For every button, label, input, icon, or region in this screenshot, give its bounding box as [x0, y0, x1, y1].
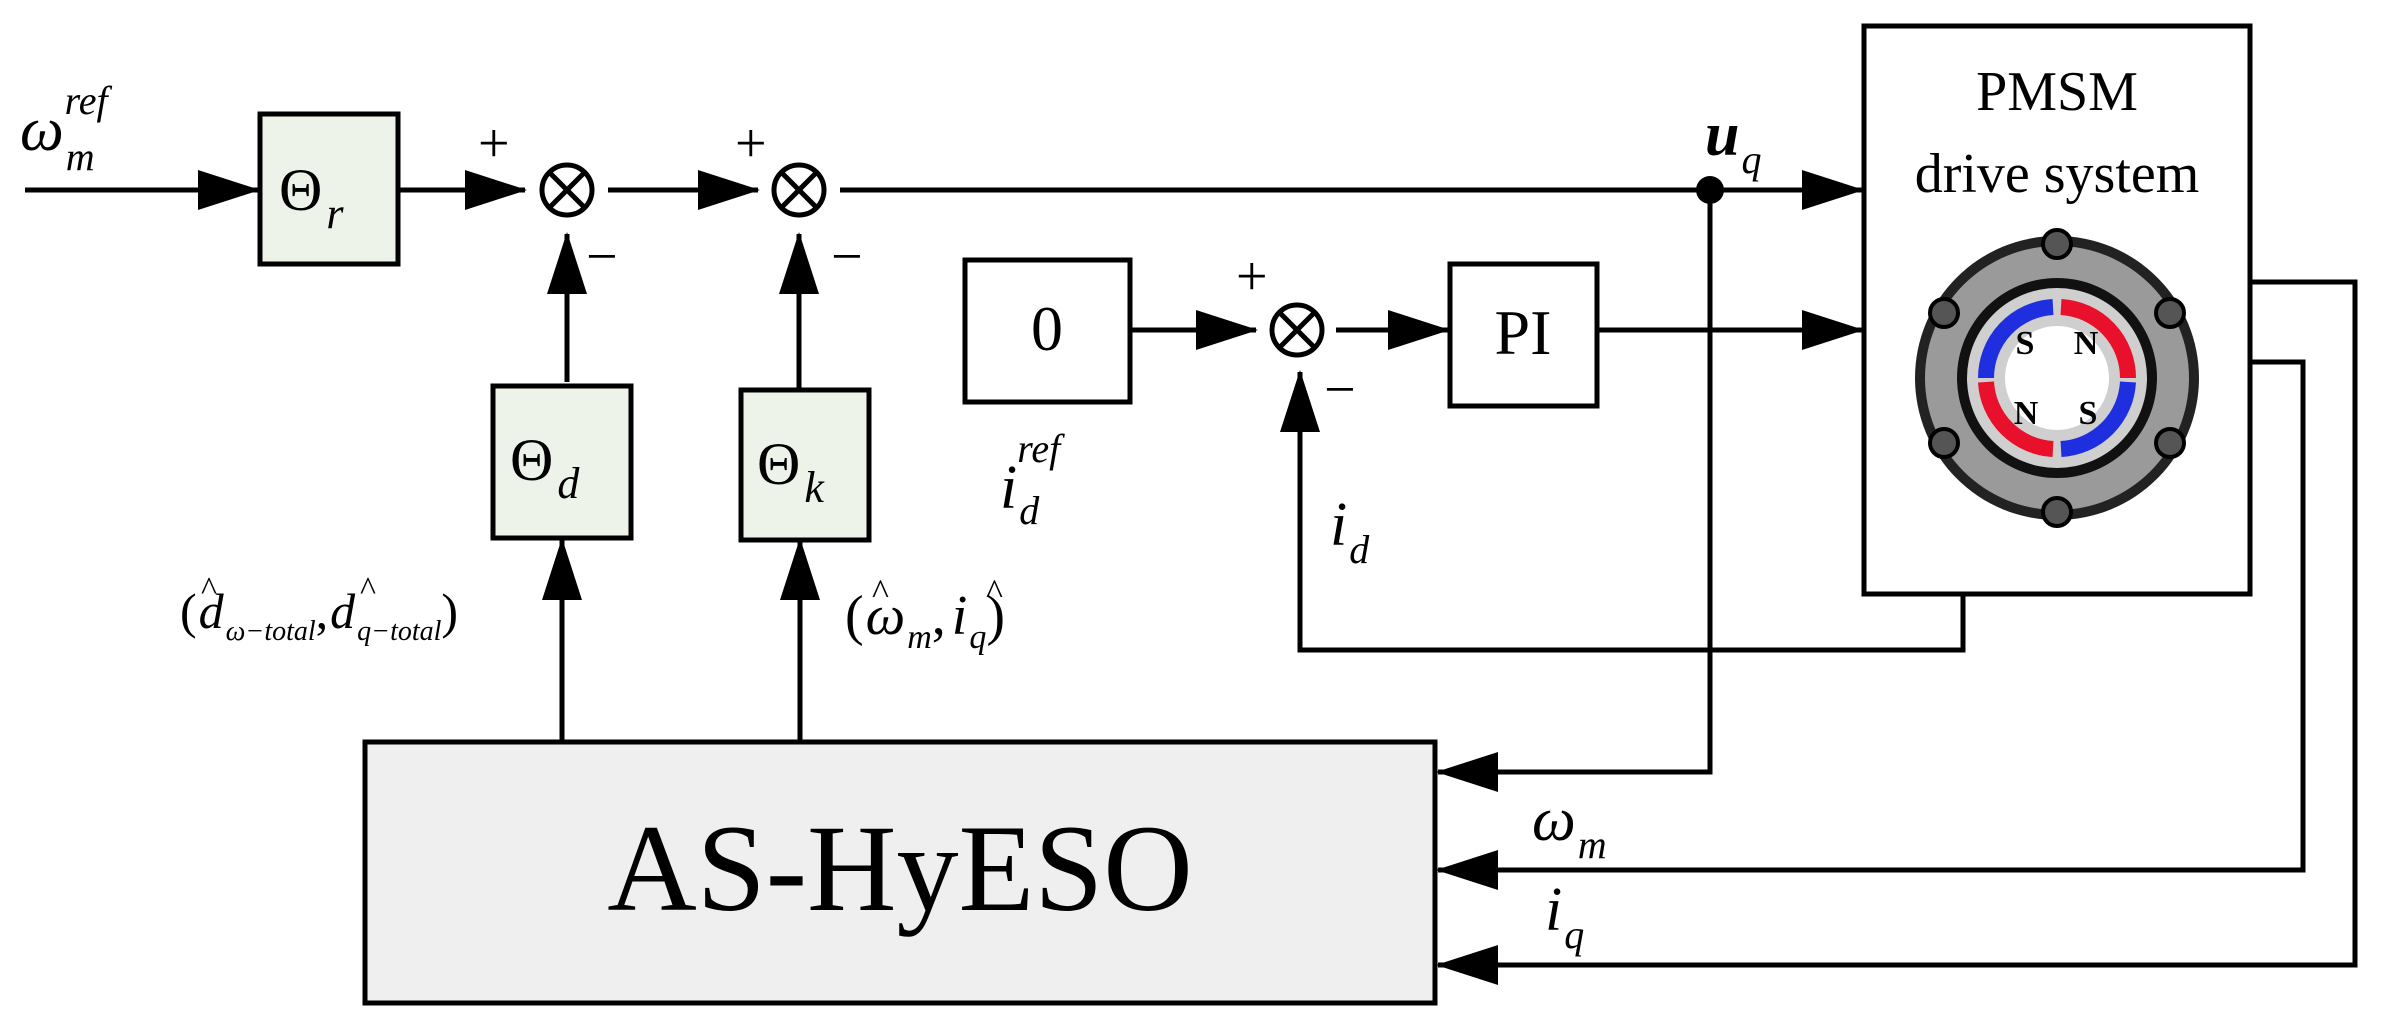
summing-junction-d-axis	[1269, 302, 1325, 358]
svg-text:(ωm,iq): (ωm,iq)	[845, 585, 1005, 656]
minus-sign-sum2: −	[831, 226, 863, 288]
svg-text:(dω−total,dq−total): (dω−total,dq−total)	[180, 583, 458, 647]
hat-mark: ^	[360, 571, 376, 608]
summing-junction-speed	[539, 162, 595, 218]
label-iq: iq	[1545, 876, 1584, 957]
pole-arc-n-lower-left	[1978, 381, 2054, 457]
hat-mark: ^	[201, 571, 217, 608]
wire-uq-to-observer	[1436, 190, 1713, 792]
svg-text:AS-HyESO: AS-HyESO	[607, 800, 1193, 937]
summing-junction-current	[771, 162, 827, 218]
pole-label-n-top: N	[2074, 325, 2099, 362]
pi-controller-block: PI	[1447, 261, 1600, 409]
svg-text:Θr: Θr	[279, 157, 344, 238]
label-disturbance-estimate: (dω−total,dq−total) ^ ^	[180, 571, 458, 647]
minus-sign-sum1: −	[586, 226, 618, 288]
svg-text:Θd: Θd	[510, 427, 580, 508]
pole-label-s-top: S	[2016, 325, 2035, 362]
wire-omega-m-feedback	[1436, 359, 2306, 890]
theta-k-block: Θk	[738, 387, 872, 543]
observer-block: AS-HyESO	[362, 739, 1438, 1006]
pmsm-rotor-icon: S N N S	[1915, 228, 2199, 528]
theta-r-block: Θr	[257, 111, 401, 267]
label-id: id	[1330, 491, 1370, 572]
svg-text:Θk: Θk	[757, 431, 825, 512]
signal-wires	[25, 170, 2358, 985]
wire-id-feedback	[1280, 370, 1966, 653]
wire-iq-feedback	[1436, 279, 2358, 985]
hat-mark: ^	[986, 572, 1003, 612]
theta-d-block: Θd	[490, 383, 634, 541]
hat-mark: ^	[872, 572, 889, 612]
plus-sign-sum2: +	[735, 113, 767, 175]
plus-sign-sum1: +	[478, 113, 510, 175]
svg-text:PI: PI	[1495, 297, 1552, 368]
pole-label-s-bottom: S	[2079, 395, 2098, 432]
junction-dot	[1696, 176, 1724, 204]
label-uq: uq	[1705, 101, 1761, 182]
pole-arc-n-upper-right	[2060, 299, 2137, 379]
label-omega-m: ωm	[1532, 786, 1607, 867]
zero-reference-block: 0	[962, 257, 1133, 405]
svg-text:0: 0	[1031, 293, 1063, 364]
motor-title-line1: PMSM	[1976, 61, 2138, 123]
pmsm-drive-block: PMSM drive system S N N S	[1861, 23, 2253, 597]
label-state-estimate: (ωm,iq) ^ ^	[845, 572, 1005, 656]
plus-sign-sum3: +	[1236, 246, 1268, 308]
minus-sign-sum3: −	[1324, 359, 1356, 421]
motor-title-line2: drive system	[1915, 143, 2200, 205]
pole-label-n-bottom: N	[2014, 395, 2039, 432]
pole-arc-s-lower-right	[2060, 381, 2136, 457]
label-id-ref: idref	[1000, 426, 1065, 533]
pole-arc-s-upper-left	[1977, 299, 2054, 379]
label-omega-ref: ωmref	[20, 78, 113, 179]
